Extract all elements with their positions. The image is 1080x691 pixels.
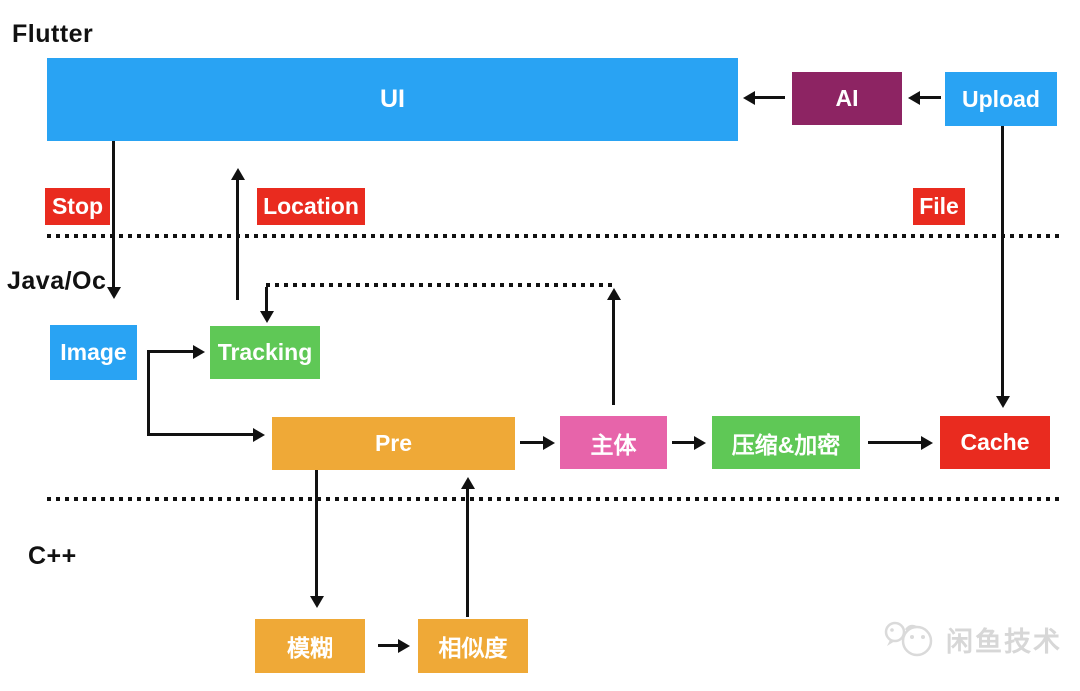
divider-java-cpp xyxy=(47,497,1060,501)
node-image-label: Image xyxy=(60,339,127,365)
tag-stop: Stop xyxy=(45,188,110,225)
tag-stop-label: Stop xyxy=(51,193,104,219)
node-ui-label: UI xyxy=(380,85,405,113)
node-subject-label: 主体 xyxy=(590,431,637,458)
node-ai-label: AI xyxy=(835,85,859,111)
node-ui: UI xyxy=(47,58,738,141)
tag-file-label: File xyxy=(919,193,959,219)
tag-location-label: Location xyxy=(263,193,359,219)
node-tracking: Tracking xyxy=(210,326,320,379)
node-pre-label: Pre xyxy=(374,430,413,456)
layer-label-cpp: C++ xyxy=(28,542,77,570)
watermark-text: 闲鱼技术 xyxy=(946,626,1062,657)
node-pre: Pre xyxy=(272,417,515,470)
tag-file: File xyxy=(913,188,965,225)
node-cache-label: Cache xyxy=(960,429,1030,455)
xianyu-logo-icon xyxy=(884,621,933,657)
node-compress-encrypt: 压缩&加密 xyxy=(712,416,860,469)
node-image: Image xyxy=(50,325,137,380)
divider-flutter-java xyxy=(47,234,1060,238)
node-upload-label: Upload xyxy=(962,85,1040,112)
tag-location: Location xyxy=(257,188,365,225)
layer-label-java-oc: Java/Oc xyxy=(7,267,107,295)
layer-label-flutter: Flutter xyxy=(12,20,94,48)
node-blur: 模糊 xyxy=(255,619,365,673)
node-upload: Upload xyxy=(945,72,1057,126)
node-tracking-label: Tracking xyxy=(217,339,313,365)
node-ai: AI xyxy=(792,72,902,125)
node-subject: 主体 xyxy=(560,416,667,469)
dotted-path-subject-to-tracking xyxy=(266,283,616,287)
node-cache: Cache xyxy=(940,416,1050,469)
node-similarity-label: 相似度 xyxy=(438,635,508,661)
node-blur-label: 模糊 xyxy=(287,635,333,661)
node-similarity: 相似度 xyxy=(418,619,528,673)
node-compress-encrypt-label: 压缩&加密 xyxy=(731,431,841,458)
watermark: 闲鱼技术 xyxy=(882,616,1062,662)
